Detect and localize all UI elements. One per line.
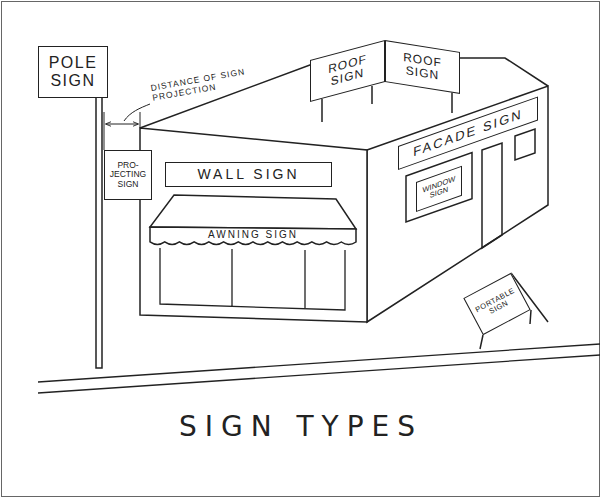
sign-text: PRO- JECTING SIGN (105, 161, 151, 189)
roof-sign: ROOF SIGN (310, 40, 385, 102)
awning-canopy (150, 195, 356, 229)
roof-sign: ROOF SIGN (385, 40, 460, 94)
sign-text: WALL SIGN (197, 167, 299, 182)
awning-valance (150, 227, 356, 245)
leader-line (124, 104, 150, 121)
wall-sign: WALL SIGN (165, 162, 332, 187)
door (482, 143, 502, 248)
projecting-sign: PRO- JECTING SIGN (104, 150, 152, 200)
extension-line (104, 112, 140, 150)
building-front-face (140, 128, 367, 322)
curb-line (38, 344, 600, 382)
figure-title: SIGN TYPES (0, 410, 602, 443)
sign-text: AWNING SIGN (208, 229, 298, 240)
sign-pole (96, 98, 102, 368)
portable-sign: PORTABLE SIGN (463, 273, 530, 335)
curb-line (38, 355, 600, 393)
sign-text: POLE SIGN (39, 54, 107, 89)
dimension-line (106, 124, 138, 125)
awning-sign: AWNING SIGN (150, 195, 356, 247)
sign-text: ROOF SIGN (398, 50, 448, 84)
storefront-window (160, 248, 345, 310)
pole-sign: POLE SIGN (38, 46, 108, 98)
dimension-label: DISTANCE OF SIGN PROJECTION (150, 63, 272, 103)
awning-shape (150, 195, 356, 253)
small-window (515, 129, 535, 160)
sign-text: ROOF SIGN (323, 51, 373, 91)
sign-text: PORTABLE SIGN (470, 285, 524, 324)
